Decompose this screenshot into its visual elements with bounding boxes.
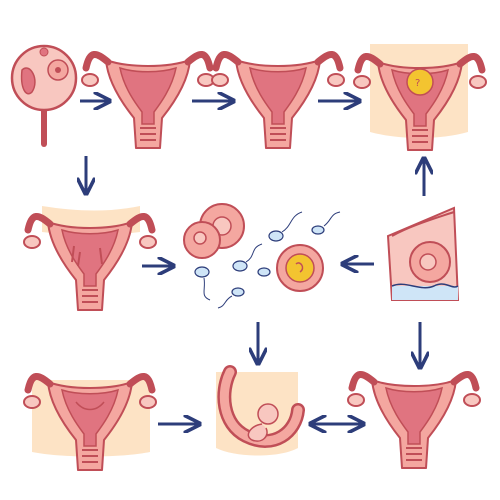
egg-and-sperm-icon <box>183 203 341 309</box>
uterus-with-embryo-icon: ? <box>354 44 486 150</box>
follicle-magnifier-icon <box>10 44 78 147</box>
sperm-cells <box>194 211 341 309</box>
fetus-icon <box>216 365 305 456</box>
uterus-shedding-icon <box>24 206 156 310</box>
embryo-fluid-icon <box>386 206 460 301</box>
uterus-icon <box>24 376 156 470</box>
svg-text:?: ? <box>415 78 420 89</box>
uterus-icon <box>348 374 480 468</box>
